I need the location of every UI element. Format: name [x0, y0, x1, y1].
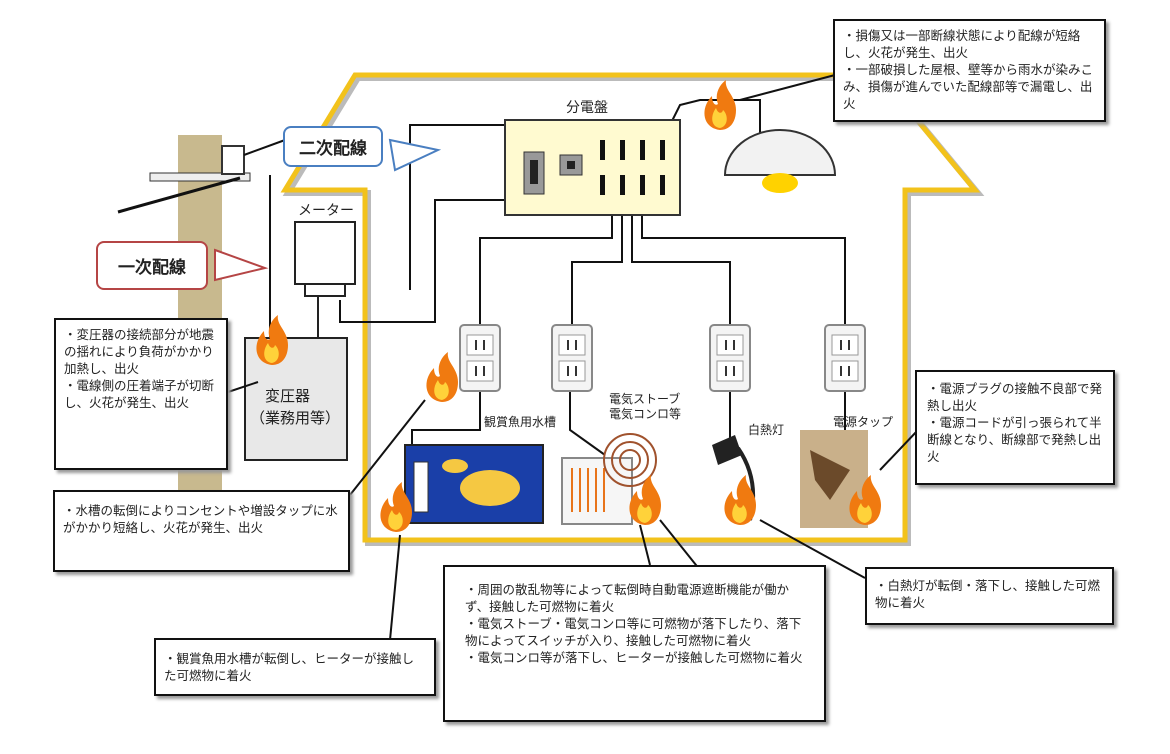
callout-text: ・観賞魚用水槽が転倒し、ヒーターが接触した可燃物に着火	[164, 651, 415, 683]
aquarium-label: 観賞魚用水槽	[484, 415, 557, 429]
callout-text: ・電気コンロ等が落下し、ヒーターが接触した可燃物に着火	[465, 650, 803, 665]
callout-text: ・電気ストーブ・電気コンロ等に可燃物が落下したり、落下物によってスイッチが入り、…	[465, 616, 802, 648]
meter	[294, 221, 356, 285]
transformer-sub-label: （業務用等）	[250, 409, 341, 427]
callout-text: ・損傷又は一部断線状態により配線が短絡し、火花が発生、出火	[843, 28, 1081, 60]
meter-label: メーター	[298, 203, 354, 219]
flame-icon	[704, 80, 736, 130]
flame-icon	[256, 315, 288, 365]
bulb-label: 白熱灯	[748, 423, 785, 437]
callout-text: ・水槽の転倒によりコンセントや増設タップに水がかかり短絡し、火花が発生、出火	[63, 503, 338, 535]
callout-tank-heater: ・観賞魚用水槽が転倒し、ヒーターが接触した可燃物に着火	[154, 638, 436, 696]
callout-bulb: ・白熱灯が転倒・落下し、接触した可燃物に着火	[865, 567, 1114, 625]
stove-label: 電気ストーブ	[609, 392, 681, 406]
transformer-label: 変圧器	[265, 387, 311, 405]
callout-text: ・変圧器の接続部分が地震の揺れにより負荷がかかり加熱し、出火	[64, 327, 215, 376]
power-strip-label: 電源タップ	[833, 415, 894, 429]
ceiling-lamp	[723, 129, 837, 176]
callout-plug: ・電源プラグの接触不良部で発熱し出火 ・電源コードが引っ張られて半断線となり、断…	[915, 370, 1115, 485]
callout-tank-short: ・水槽の転倒によりコンセントや増設タップに水がかかり短絡し、火花が発生、出火	[53, 490, 350, 572]
flame-icon	[426, 352, 458, 402]
callout-text: ・電源プラグの接触不良部で発熱し出火	[927, 381, 1103, 413]
callout-text: ・電源コードが引っ張られて半断線となり、断線部で発熱し出火	[927, 415, 1102, 464]
callout-text: ・周囲の散乱物等によって転倒時自動電源遮断機能が働かず、接触した可燃物に着火	[465, 582, 790, 614]
stove-label-2: 電気コンロ等	[609, 407, 682, 421]
panel-label: 分電盤	[566, 100, 608, 116]
callout-wiring: ・損傷又は一部断線状態により配線が短絡し、火花が発生、出火 ・一部破損した屋根、…	[833, 19, 1106, 122]
callout-transformer: ・変圧器の接続部分が地震の揺れにより負荷がかかり加熱し、出火 ・電線側の圧着端子…	[54, 318, 228, 470]
callout-text: ・白熱灯が転倒・落下し、接触した可燃物に着火	[875, 578, 1101, 610]
secondary-wiring-label: 二次配線	[283, 126, 383, 167]
desk-lamp	[712, 435, 742, 465]
callout-text: ・電線側の圧着端子が切断し、火花が発生、出火	[64, 378, 215, 410]
callout-stove: ・周囲の散乱物等によって転倒時自動電源遮断機能が働かず、接触した可燃物に着火 ・…	[443, 565, 826, 722]
primary-wiring-label: 一次配線	[96, 241, 208, 290]
callout-text: ・一部破損した屋根、壁等から雨水が染みこみ、損傷が進んでいた配線部等で漏電し、出…	[843, 62, 1094, 111]
flame-icon	[629, 475, 661, 525]
